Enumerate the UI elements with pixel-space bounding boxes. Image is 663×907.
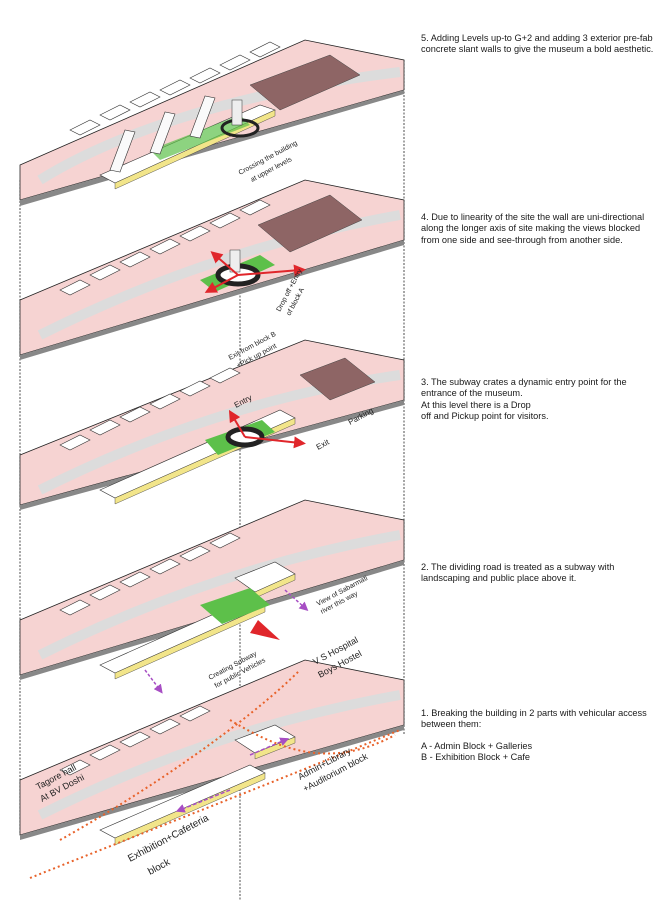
level-5-plate: Crossing the building at upper levels (19, 39, 405, 206)
step-1-item-a: A - Admin Block + Galleries (421, 740, 533, 751)
step-5-description: 5. Adding Levels up-to G+2 and adding 3 … (421, 33, 654, 55)
step-1-description: 1. Breaking the building in 2 parts with… (421, 708, 657, 764)
step-2-description: 2. The dividing road is treated as a sub… (421, 562, 615, 584)
step-1-item-b: B - Exhibition Block + Cafe (421, 752, 531, 763)
level-4-plate: Drop off +Entry of block A Exit from blo… (19, 179, 405, 370)
level3-label-exit: Exit (315, 437, 332, 452)
step-3-description: 3. The subway crates a dynamic entry poi… (421, 377, 627, 422)
level-1-plate: V S Hospital Boys Hostel Tagore hall At … (19, 635, 405, 879)
level-3-plate: Entry Exit Parking (19, 339, 405, 510)
level1-label-exhibition-2: block (146, 857, 173, 878)
step-4-description: 4. Due to linearity of the site the wall… (421, 212, 645, 245)
